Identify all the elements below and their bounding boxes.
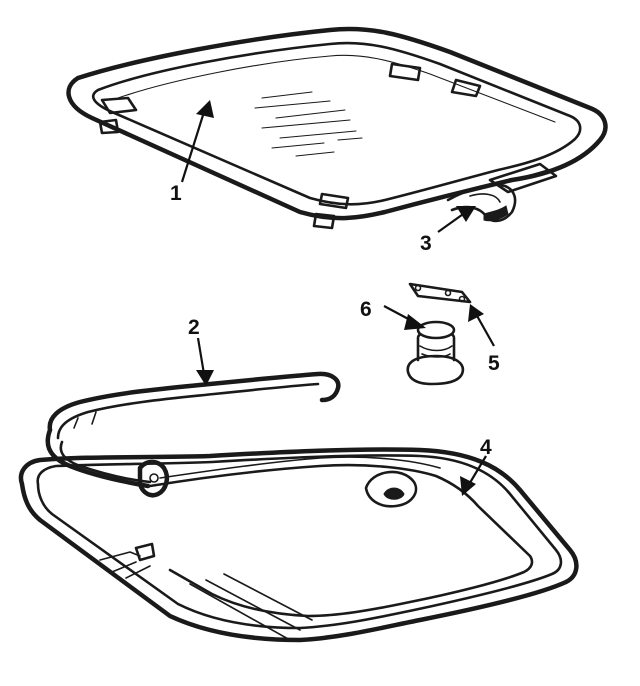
frame-left-bracket [99,542,156,579]
bracket-part-5 [408,282,472,304]
panel-corner-bracket [488,162,558,194]
leader-2 [196,337,206,375]
weatherstrip-part-2 [45,371,341,498]
leader-4 [467,455,487,487]
arrowhead-5 [468,304,484,322]
bumper-part-6 [406,320,465,386]
leader-5 [475,313,495,347]
callout-leaders [180,100,495,496]
trim-strip-part-3 [446,183,517,223]
frame-part-4 [18,447,579,643]
callout-1: 1 [170,182,182,205]
callout-6: 6 [360,298,372,321]
hinge-tab-left [98,96,138,135]
glass-panel-part-1 [66,26,608,230]
arrowhead-3 [456,206,476,222]
callout-3: 3 [420,232,432,255]
arrowhead-4 [460,476,476,496]
glass-reflection-lines [254,91,363,157]
callout-2: 2 [188,316,200,339]
hinge-tab-top-right [388,62,482,98]
arrowhead-1 [196,100,214,118]
arrowhead-2 [196,370,214,386]
leader-3 [437,211,467,233]
callout-5: 5 [488,352,500,375]
arrowhead-6 [404,314,426,330]
callout-numbers: 1 2 3 4 5 6 [170,182,500,459]
latch-tab-bottom [312,192,350,230]
callout-4: 4 [480,436,492,459]
leader-1 [180,111,206,183]
